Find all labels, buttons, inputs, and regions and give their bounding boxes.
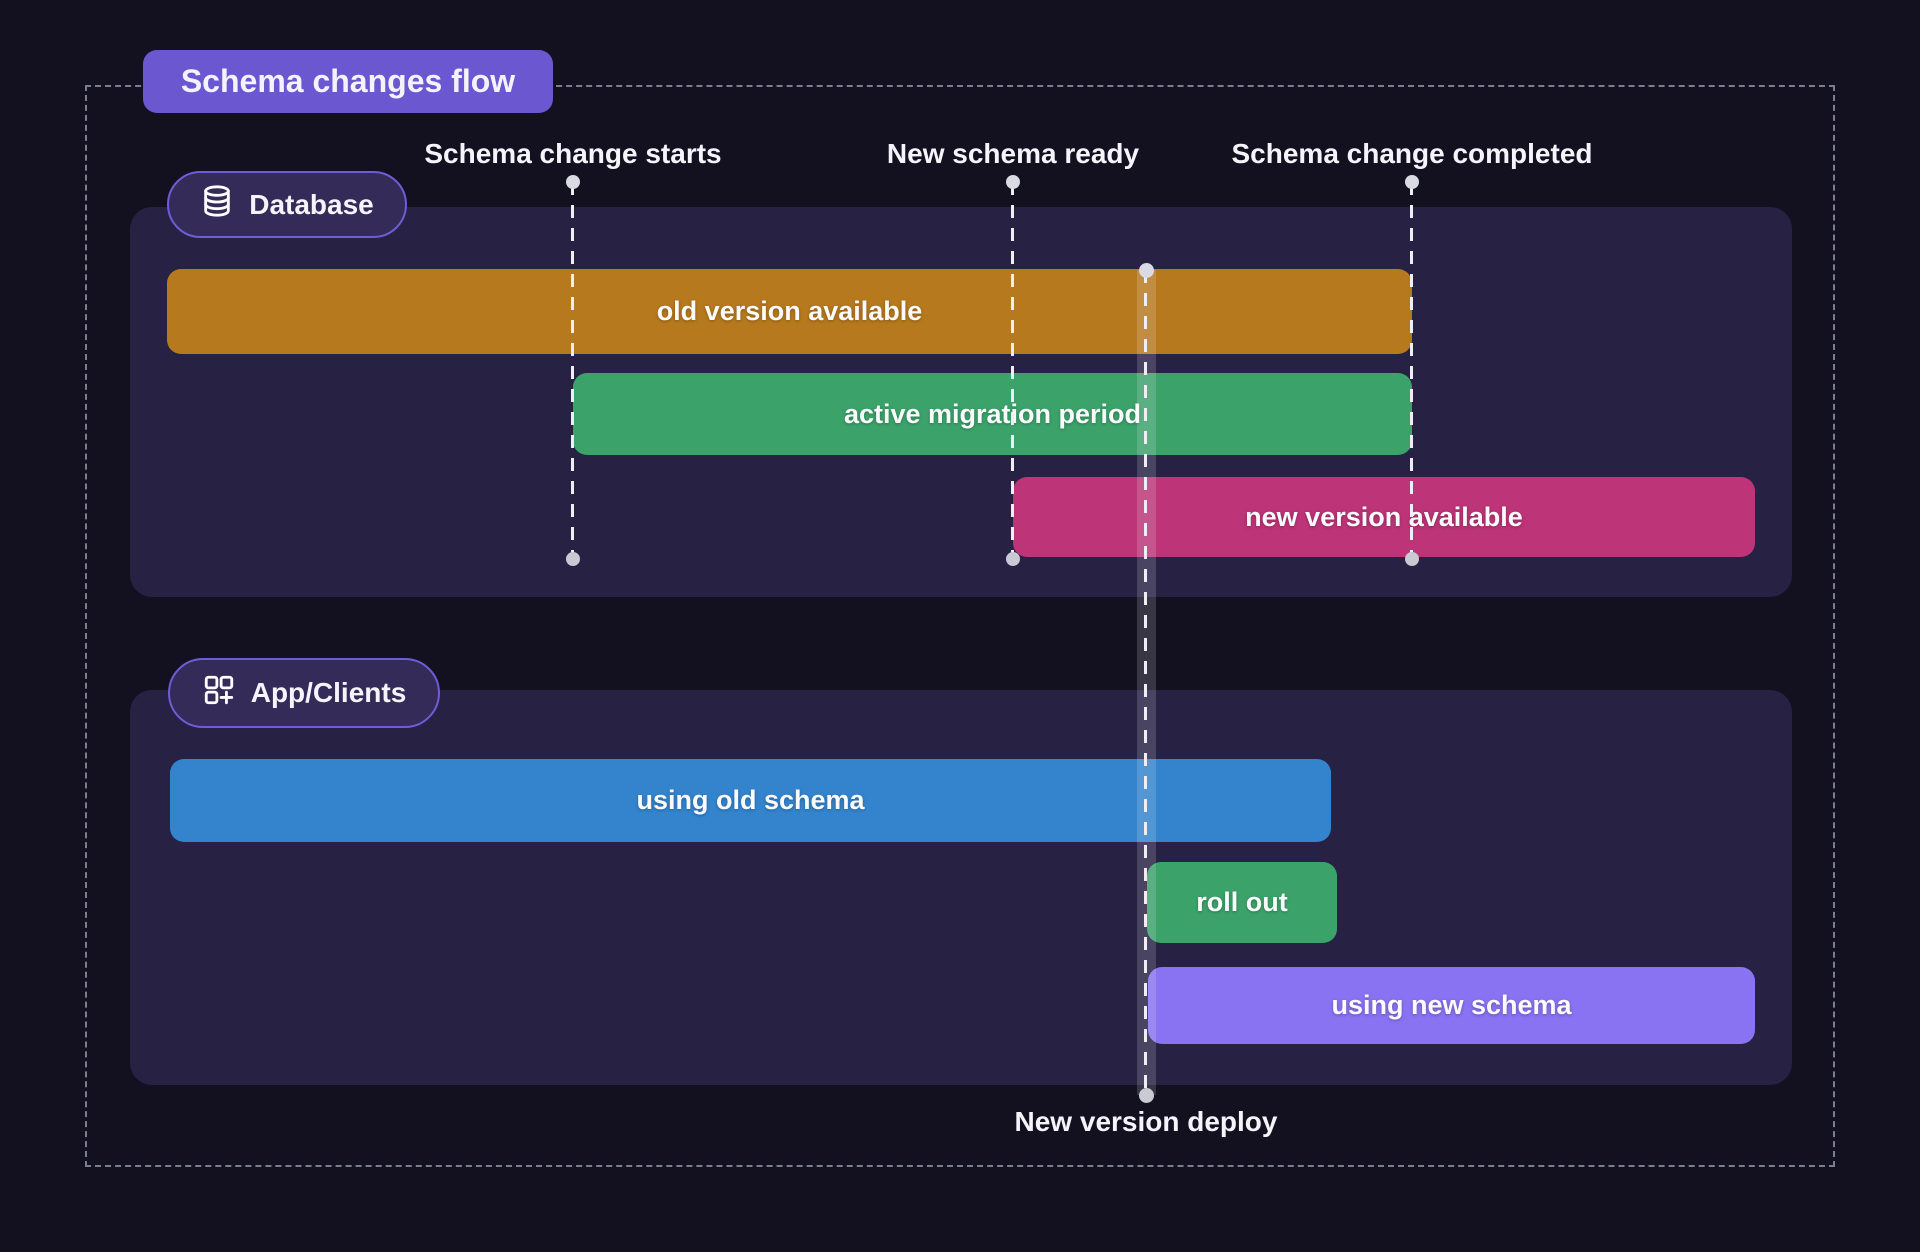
app-clients-pill: App/Clients [168,658,440,728]
bar-old-version-available: old version available [167,269,1412,354]
dashed-frame [85,85,1835,1167]
marker-dot-bottom [566,552,580,566]
bar-label: using old schema [636,785,865,815]
marker-line-schema-change-starts [571,182,574,559]
marker-dot-top [1405,175,1419,189]
bar-using-old-schema: using old schema [170,759,1331,842]
marker-dot-bottom [1006,552,1020,566]
database-pill-label: Database [249,188,374,220]
marker-label-schema-change-completed: Schema change completed [1231,138,1593,169]
marker-line-schema-change-completed [1410,182,1413,559]
bar-label: roll out [1196,887,1288,917]
marker-line-new-schema-ready [1011,182,1014,559]
apps-plus-icon [202,673,236,714]
marker-dot-top [1006,175,1020,189]
bar-label: active migration period [843,398,1142,429]
marker-dot-top [566,175,580,189]
bar-label: old version available [656,296,923,326]
app-clients-pill-label: App/Clients [250,677,407,708]
bar-active-migration-period: active migration period [573,373,1412,455]
marker-label-schema-change-starts: Schema change starts [424,138,722,169]
deploy-dashed-line [1144,270,1147,1095]
bar-label: new version available [1245,501,1523,532]
diagram-title-badge: Schema changes flow [143,50,553,113]
bar-roll-out: roll out [1147,862,1337,943]
bar-new-version-available: new version available [1013,477,1755,557]
deploy-dot-bottom [1139,1088,1154,1103]
bar-label: using new schema [1331,990,1572,1020]
marker-label-new-schema-ready: New schema ready [886,138,1140,169]
marker-dot-bottom [1405,552,1419,566]
deploy-marker-label: New version deploy [1014,1106,1278,1137]
deploy-dot-top [1139,263,1154,278]
bar-using-new-schema: using new schema [1148,967,1755,1044]
database-pill: Database [167,171,407,238]
database-icon [200,184,234,225]
